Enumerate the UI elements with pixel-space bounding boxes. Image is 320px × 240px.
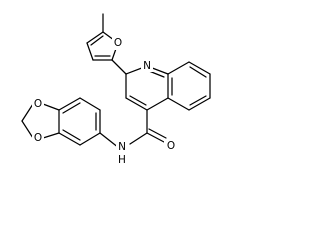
bonds <box>21 13 211 149</box>
bond-q-c8a-c8 <box>167 61 190 75</box>
bond-q-c4-c3-double <box>129 95 147 106</box>
molecule-diagram: O N O N H O O <box>21 13 211 166</box>
atom-o-carbonyl: O <box>167 140 175 152</box>
bond-q-c8-c7-double <box>189 66 207 78</box>
atom-labels: O N O N H O O <box>32 37 178 166</box>
bond-furan-quinoline <box>111 59 127 75</box>
bond-q-c6-c5-double <box>189 95 207 106</box>
atom-n-quinoline: N <box>143 60 151 72</box>
bond-q-c4a-c4 <box>146 97 169 111</box>
bond-b-c6-c5 <box>79 132 101 146</box>
bond-carbonyl-n <box>129 132 148 145</box>
bond-d-o-ch2 <box>21 103 34 122</box>
bond-furan-c4-c5 <box>86 31 104 44</box>
bond-q-c4-c3 <box>125 97 148 111</box>
atom-o-furan: O <box>114 37 122 49</box>
bond-carbonyl-o <box>146 132 165 143</box>
bond-b-c3a-c7a-double <box>62 102 81 114</box>
bond-n-aryl <box>99 132 120 149</box>
bond-b-c7-c6 <box>58 132 81 146</box>
bond-furan-c4-c5-double <box>90 35 104 46</box>
atom-o-dioxole-top: O <box>34 98 42 110</box>
atom-n-amide: N <box>118 141 126 153</box>
bond-d-ch2-o <box>21 120 34 139</box>
bond-d-o-c7a <box>42 132 60 139</box>
bond-d-c3a-o <box>42 103 60 111</box>
bond-q-c5-c4a <box>167 97 190 111</box>
bond-furan-c3-c4 <box>86 42 94 61</box>
bond-q-c8-c7 <box>188 61 211 75</box>
bond-b-c4-c3a <box>79 97 101 111</box>
atom-o-dioxole-bottom: O <box>34 132 42 144</box>
bond-b-c7-c6-double <box>62 129 81 141</box>
bond-carbonyl-o-double <box>148 128 167 139</box>
structure-svg: O N O N H O O <box>21 13 211 166</box>
bond-b-c3a-c7a <box>58 97 81 111</box>
bond-q-c6-c5 <box>188 97 211 111</box>
atom-h-amide: H <box>118 154 126 166</box>
